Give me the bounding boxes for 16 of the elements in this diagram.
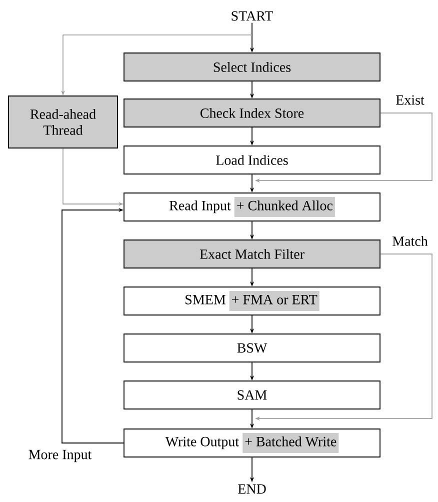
arrow bbox=[62, 208, 124, 444]
process-box: SAM bbox=[124, 380, 380, 410]
edge-label: More Input bbox=[28, 450, 92, 462]
terminal-label: END bbox=[238, 484, 266, 494]
process-box: Select Indices bbox=[124, 52, 380, 82]
process-box: SMEM + FMA or ERT bbox=[124, 286, 380, 316]
process-box: Write Output + Batched Write bbox=[124, 428, 380, 458]
thread-box: Read-ahead Thread bbox=[8, 96, 118, 148]
terminal-label: START bbox=[232, 11, 273, 21]
process-box: Exact Match Filter bbox=[124, 240, 380, 268]
process-box: BSW bbox=[124, 334, 380, 362]
edge-label: Exist bbox=[396, 95, 424, 105]
process-box: Read Input + Chunked Alloc bbox=[124, 192, 380, 222]
process-box: Check Index Store bbox=[124, 98, 380, 128]
edge-label: Match bbox=[392, 236, 428, 246]
process-box: Load Indices bbox=[124, 146, 380, 174]
